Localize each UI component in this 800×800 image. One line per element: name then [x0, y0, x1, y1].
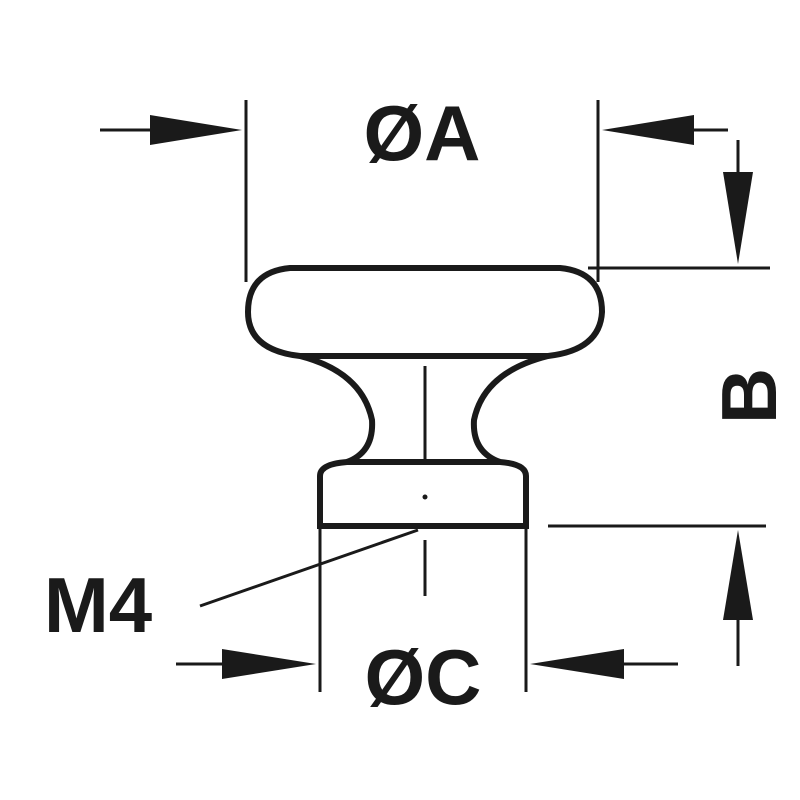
knob-neck-right: [470, 353, 549, 465]
dim-a-arrow-left-head: [150, 115, 242, 145]
dimension-c: ØC: [176, 526, 678, 721]
knob-base: [317, 459, 529, 529]
thread-hole-mark: [422, 494, 428, 500]
dimension-b: B: [548, 140, 793, 666]
dim-a-arrow-right-head: [602, 115, 694, 145]
knob-neck-left: [299, 353, 376, 465]
thread-leader-line: [199, 528, 419, 608]
knob-head: [244, 265, 606, 359]
knob-outline: [244, 265, 606, 596]
dim-a-label: ØA: [364, 89, 481, 177]
dim-b-label: B: [705, 368, 793, 424]
dim-b-arrow-top-head: [723, 172, 753, 264]
dim-b-arrow-bottom-head: [723, 530, 753, 620]
dim-c-label: ØC: [365, 633, 482, 721]
dim-c-arrow-left-head: [222, 649, 316, 679]
thread-callout: M4: [44, 528, 419, 649]
dim-c-arrow-right-head: [530, 649, 624, 679]
thread-label: M4: [44, 561, 152, 649]
dimension-a: ØA: [100, 89, 728, 282]
